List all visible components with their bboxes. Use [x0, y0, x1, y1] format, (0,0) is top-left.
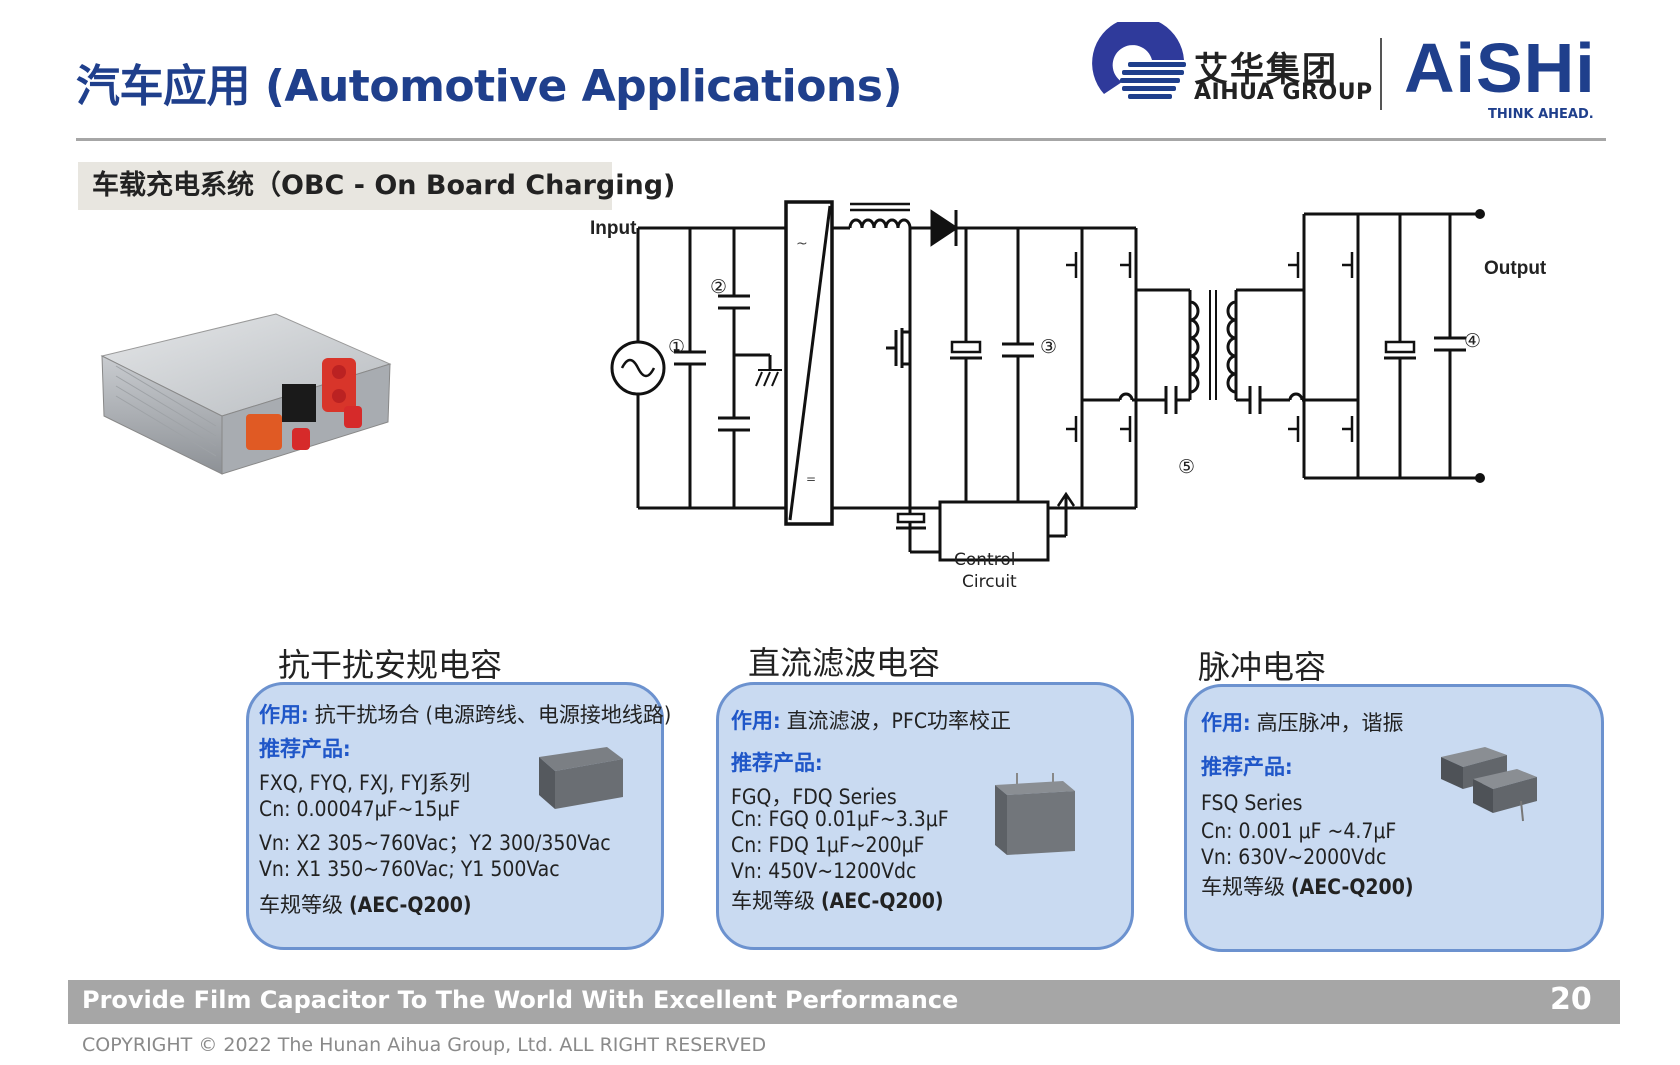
- grade-prefix: 车规等级: [1201, 875, 1291, 899]
- footer-slogan: Provide Film Capacitor To The World With…: [82, 986, 959, 1014]
- marker-4: ④: [1464, 330, 1482, 352]
- card-pulse-capacitor: 作用: 高压脉冲，谐振 推荐产品: FSQ Series Cn: 0.001 μ…: [1184, 684, 1604, 952]
- aishi-tagline: THINK AHEAD.: [1488, 107, 1594, 122]
- spec-line: Cn: 0.001 μF ~4.7μF: [1201, 819, 1397, 843]
- rec-label: 推荐产品:: [1201, 755, 1293, 779]
- grade-bold: (AEC-Q200): [821, 889, 944, 913]
- marker-2: ②: [710, 276, 728, 298]
- use-label: 作用:: [259, 703, 309, 727]
- category-title-emi: 抗干扰安规电容: [278, 646, 503, 684]
- copyright: COPYRIGHT © 2022 The Hunan Aihua Group, …: [82, 1034, 767, 1056]
- spec-line: Vn: X2 305~760Vac；Y2 300/350Vac: [259, 831, 611, 855]
- pulse-capacitor-image: [1441, 747, 1537, 822]
- dc-filter-capacitor-image: [995, 773, 1075, 855]
- spec-line: Cn: FGQ 0.01μF~3.3μF: [731, 807, 949, 831]
- spec-line: Vn: 630V~2000Vdc: [1201, 845, 1387, 869]
- footer-bar: [68, 980, 1620, 1024]
- pfc-inductor-icon: [848, 218, 912, 229]
- card-emi-capacitor: 作用: 抗干扰场合 (电源跨线、电源接地线路) 推荐产品: FXQ, FYQ, …: [246, 682, 671, 950]
- spec-line: Vn: X1 350~760Vac; Y1 500Vac: [259, 857, 560, 881]
- output-label: Output: [1484, 258, 1547, 279]
- use-label: 作用:: [1201, 711, 1251, 735]
- spec-line: Cn: 0.00047μF~15μF: [259, 797, 461, 821]
- section-subtitle: 车载充电系统（OBC - On Board Charging): [78, 162, 675, 210]
- marker-5: ⑤: [1178, 456, 1196, 478]
- input-label: Input: [590, 218, 637, 239]
- control-label-1: Control: [954, 550, 1016, 570]
- spec-line: Vn: 450V~1200Vdc: [731, 859, 917, 883]
- use-label: 作用:: [731, 709, 781, 733]
- dc-symbol: =: [806, 472, 817, 486]
- rec-label: 推荐产品:: [731, 751, 823, 775]
- grade-prefix: 车规等级: [731, 889, 821, 913]
- use-text: 抗干扰场合 (电源跨线、电源接地线路): [314, 703, 672, 727]
- grade-bold: (AEC-Q200): [1291, 875, 1414, 899]
- control-circuit-block: [938, 500, 1050, 562]
- spec-line: Cn: FDQ 1μF~200μF: [731, 833, 925, 857]
- marker-1: ①: [668, 336, 686, 358]
- control-label-2: Circuit: [962, 572, 1017, 592]
- logo-separator: [1380, 38, 1382, 110]
- use-text: 直流滤波，PFC功率校正: [786, 709, 1012, 733]
- obc-circuit-diagram: [610, 200, 1485, 562]
- aihua-logo-en: AIHUA GROUP: [1194, 80, 1373, 105]
- category-title-dc-filter: 直流滤波电容: [748, 644, 941, 682]
- category-title-pulse: 脉冲电容: [1198, 648, 1327, 686]
- diode-icon: [930, 209, 959, 247]
- rec-label: 推荐产品:: [259, 737, 351, 761]
- grade-bold: (AEC-Q200): [349, 893, 472, 917]
- card-dc-filter-capacitor: 作用: 直流滤波，PFC功率校正 推荐产品: FGQ，FDQ Series Cn…: [716, 682, 1134, 950]
- spec-line: FSQ Series: [1201, 791, 1303, 815]
- ac-symbol: ~: [796, 236, 808, 252]
- aihua-logo-cn: 艾华集团: [1194, 50, 1338, 90]
- page-number: 20: [1550, 982, 1592, 1017]
- use-text: 高压脉冲，谐振: [1256, 711, 1404, 735]
- grade-prefix: 车规等级: [259, 893, 349, 917]
- spec-line: FGQ，FDQ Series: [731, 785, 897, 809]
- header-divider: [76, 138, 1606, 141]
- aihua-logo-icon: [1092, 22, 1186, 99]
- obc-unit-image: [100, 313, 392, 475]
- spec-line: FXQ, FYQ, FXJ, FYJ系列: [259, 771, 471, 795]
- transformer-icon: [1189, 300, 1200, 394]
- aishi-logo: AiSHi: [1404, 29, 1596, 107]
- marker-3: ③: [1040, 336, 1058, 358]
- safety-capacitor-image: [539, 747, 623, 809]
- page-title: 汽车应用 (Automotive Applications): [76, 61, 903, 112]
